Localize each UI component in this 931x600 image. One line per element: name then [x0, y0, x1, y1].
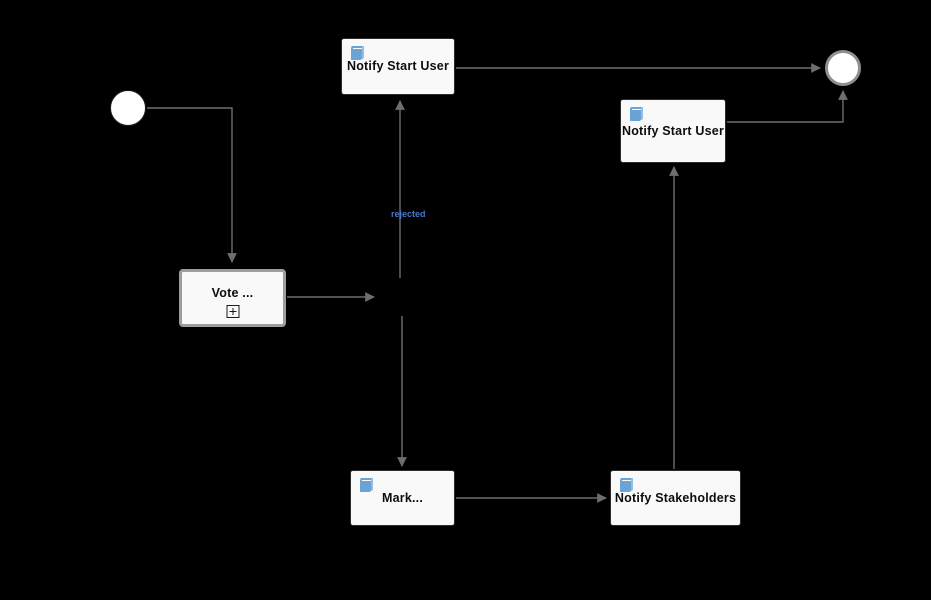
- task-notify-start-user-top[interactable]: Notify Start User: [341, 38, 455, 95]
- start-event[interactable]: [110, 90, 146, 126]
- task-label: Notify Stakeholders: [614, 490, 737, 505]
- task-mark[interactable]: Mark...: [350, 470, 455, 526]
- edge-label-rejected[interactable]: rejected: [391, 209, 426, 219]
- script-task-icon: [351, 46, 364, 60]
- edge-notify-start-user-right-to-end[interactable]: [727, 90, 848, 123]
- task-label: Mark...: [382, 490, 423, 505]
- script-task-icon: [620, 478, 633, 492]
- end-event[interactable]: [825, 50, 861, 86]
- task-notify-stakeholders[interactable]: Notify Stakeholders: [610, 470, 741, 526]
- subprocess-vote[interactable]: Vote ...: [179, 269, 286, 327]
- task-notify-start-user-right[interactable]: Notify Start User: [620, 99, 726, 163]
- script-task-icon: [360, 478, 373, 492]
- expand-subprocess-icon[interactable]: [226, 305, 239, 318]
- task-label: Notify Start User: [621, 123, 725, 138]
- subprocess-label: Vote ...: [211, 285, 254, 300]
- edge-start-to-vote[interactable]: [147, 107, 237, 263]
- script-task-icon: [630, 107, 643, 121]
- task-label: Notify Start User: [346, 59, 450, 74]
